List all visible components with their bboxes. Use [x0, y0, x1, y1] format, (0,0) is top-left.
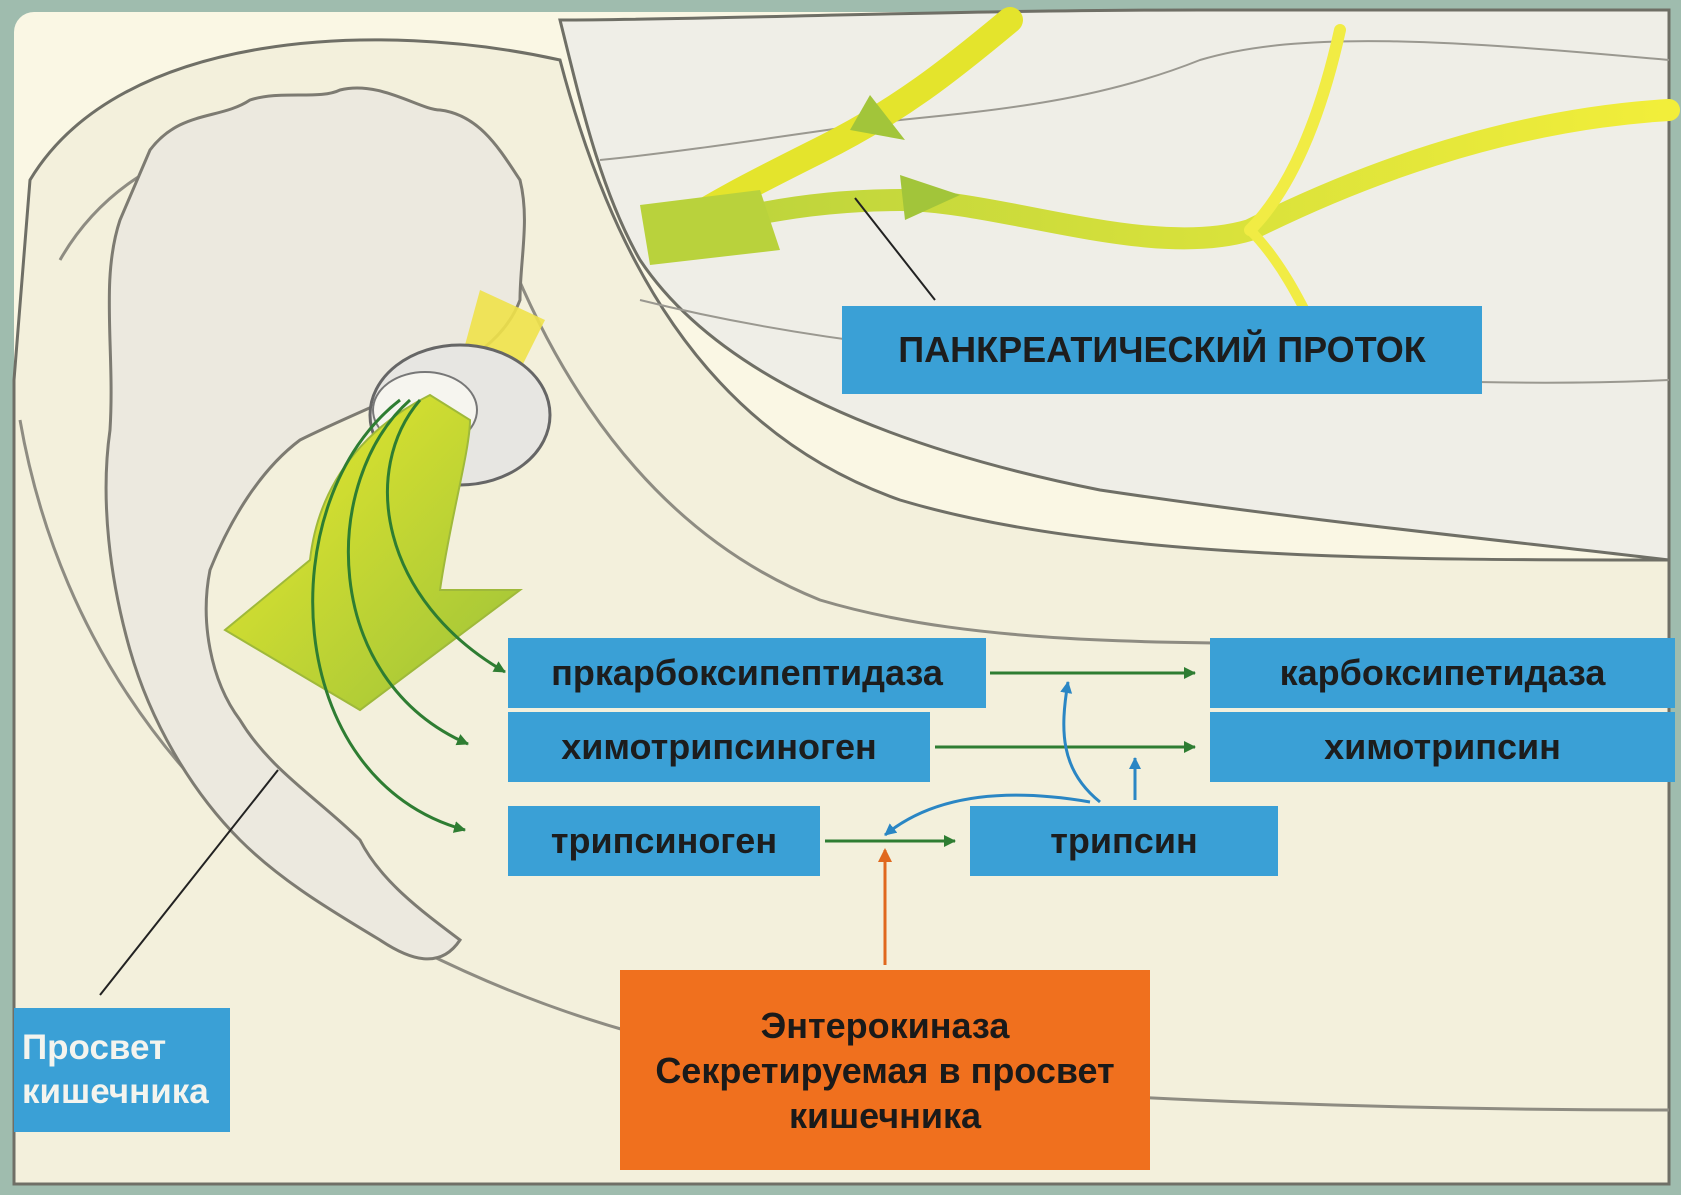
enterokinase-line-2: Секретируемая в просвет: [655, 1048, 1114, 1093]
lumen-line-1: Просвет: [22, 1026, 166, 1070]
label-chymotrypsin: химотрипсин: [1210, 712, 1675, 782]
label-trypsinogen: трипсиноген: [508, 806, 820, 876]
label-enterokinase: Энтерокиназа Секретируемая в просвет киш…: [620, 970, 1150, 1170]
enterokinase-line-3: кишечника: [789, 1093, 981, 1138]
lumen-line-2: кишечника: [22, 1070, 209, 1114]
label-procarboxypeptidase: пркарбоксипептидаза: [508, 638, 986, 708]
enterokinase-line-1: Энтерокиназа: [761, 1003, 1010, 1048]
label-trypsin: трипсин: [970, 806, 1278, 876]
label-chymotrypsinogen: химотрипсиноген: [508, 712, 930, 782]
label-intestinal-lumen: Просвет кишечника: [14, 1008, 230, 1132]
label-carboxypeptidase: карбоксипетидаза: [1210, 638, 1675, 708]
label-pancreatic-duct: ПАНКРЕАТИЧЕСКИЙ ПРОТОК: [842, 306, 1482, 394]
